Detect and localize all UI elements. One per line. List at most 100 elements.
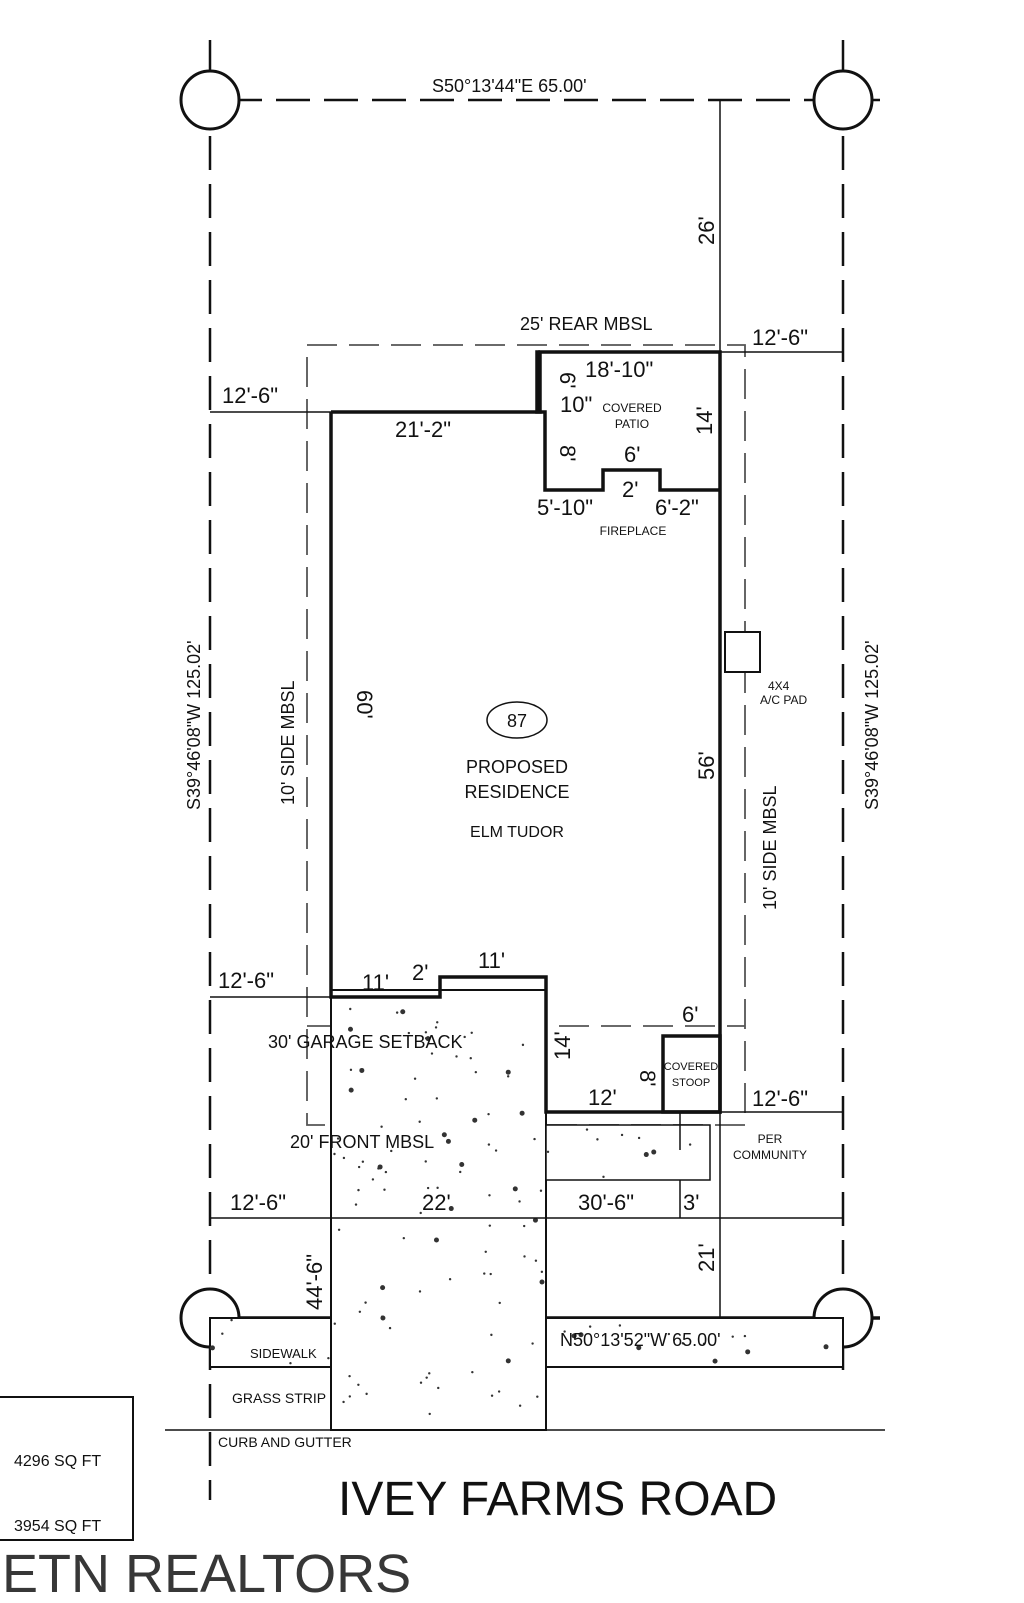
stipple-dot xyxy=(518,1404,522,1407)
stipple-dot xyxy=(571,1333,577,1339)
dim-left-bottom: 12'-6" xyxy=(230,1190,286,1215)
dim-5-10: 5'-10" xyxy=(537,495,593,520)
stipple-dot xyxy=(336,1137,340,1140)
stipple-dot xyxy=(455,1055,458,1058)
stipple-dot xyxy=(471,1370,474,1374)
stipple-dot xyxy=(380,1125,383,1128)
side-setback-left: 10' SIDE MBSL xyxy=(278,681,298,806)
stipple-dot xyxy=(418,1290,422,1293)
stipple-dot xyxy=(540,1270,544,1274)
stipple-dot xyxy=(534,1259,538,1262)
stipple-dot xyxy=(357,1165,361,1169)
house-outline xyxy=(329,350,722,1114)
stipple-dot xyxy=(498,1301,501,1305)
stipple-dot xyxy=(424,1037,428,1040)
lot-number: 87 xyxy=(507,711,527,731)
east-bearing: S39°46'08"W 125.02' xyxy=(862,640,882,810)
stipple-dot xyxy=(490,1394,494,1397)
stipple-dot xyxy=(380,1285,386,1291)
stipple-dot xyxy=(337,1228,341,1231)
stipple-dot xyxy=(357,1188,360,1192)
stipple-dot xyxy=(681,1342,685,1345)
dim-stoop-d: 8' xyxy=(635,1070,660,1086)
side-setback-right: 10' SIDE MBSL xyxy=(760,786,780,911)
stipple-dot xyxy=(533,1137,536,1141)
dim-right-wall: 56' xyxy=(694,751,719,780)
stipple-dot xyxy=(636,1345,642,1351)
dim-front-yard: 21' xyxy=(694,1243,719,1272)
stipple-dot xyxy=(221,1332,224,1335)
stipple-dot xyxy=(390,1149,393,1153)
stipple-dot xyxy=(602,1175,605,1179)
dim-6: 6' xyxy=(555,372,580,388)
stipple-dot xyxy=(435,1097,439,1100)
covered-stoop xyxy=(661,1034,722,1114)
stipple-dot xyxy=(424,1160,427,1163)
stipple-dot xyxy=(400,1009,406,1015)
stipple-dot xyxy=(434,1026,438,1029)
stipple-dot xyxy=(425,1376,428,1379)
stipple-dot xyxy=(488,1194,491,1197)
stipple-dot xyxy=(359,1067,365,1073)
stipple-dot xyxy=(474,1070,478,1074)
stipple-dot xyxy=(413,1077,417,1080)
dim-8: 8' xyxy=(555,445,580,461)
area-total: 4296 SQ FT xyxy=(14,1453,101,1470)
covered-stoop-label: COVERED xyxy=(664,1061,718,1073)
covered-patio xyxy=(535,350,720,492)
stipple-dot xyxy=(637,1136,641,1140)
rear-setback: 25' REAR MBSL xyxy=(520,314,653,334)
dim-g2: 2' xyxy=(412,960,428,985)
stipple-dot xyxy=(358,1310,362,1313)
stipple-dot xyxy=(518,1200,521,1203)
south-bearing: N50°13'52"W 65.00' xyxy=(560,1330,721,1350)
stipple-dot xyxy=(433,1237,439,1243)
stipple-dot xyxy=(289,1362,292,1365)
stipple-dot xyxy=(470,1031,473,1034)
dim-stoop-w: 6' xyxy=(682,1002,698,1027)
dim-walk: 3' xyxy=(683,1190,699,1215)
dim-drive-width: 22' xyxy=(422,1190,451,1215)
stipple-dot xyxy=(487,1112,490,1116)
stipple-dot xyxy=(487,1143,491,1146)
road-name: IVEY FARMS ROAD xyxy=(338,1473,777,1526)
stipple-dot xyxy=(823,1344,829,1350)
stipple-dot xyxy=(361,1160,365,1163)
stipple-dot xyxy=(688,1143,692,1146)
dim-6-2: 6'-2" xyxy=(655,495,699,520)
stipple-dot xyxy=(371,1178,375,1181)
stipple-dot xyxy=(731,1335,734,1338)
stipple-dot xyxy=(596,1138,599,1141)
stipple-dot xyxy=(430,1052,434,1055)
stipple-dot xyxy=(539,1189,543,1192)
stipple-dot xyxy=(402,1236,406,1240)
dim-g11b: 11' xyxy=(478,948,505,973)
stipple-dot xyxy=(539,1279,545,1285)
concrete-stipple xyxy=(209,1007,829,1416)
stipple-dot xyxy=(419,1381,423,1384)
stipple-dot xyxy=(445,1138,451,1144)
stipple-dot xyxy=(505,1358,511,1364)
stipple-dot xyxy=(489,1272,492,1276)
stipple-dot xyxy=(424,1031,428,1034)
stipple-dot xyxy=(523,1255,526,1258)
stipple-dot xyxy=(407,1031,411,1035)
stipple-dot xyxy=(483,1272,486,1275)
stipple-dot xyxy=(546,1150,550,1154)
stipple-dot xyxy=(506,1075,510,1078)
dim-top-wall: 21'-2" xyxy=(395,417,451,442)
dim-g11a: 11' xyxy=(362,970,389,995)
stipple-dot xyxy=(348,1374,351,1378)
stipple-dot xyxy=(428,1372,431,1375)
stipple-dot xyxy=(348,1087,354,1093)
stipple-dot xyxy=(448,1277,452,1281)
stipple-dot xyxy=(643,1152,649,1158)
stipple-dot xyxy=(472,1117,478,1123)
stipple-dot xyxy=(419,1211,422,1215)
dim-right-front: 12'-6" xyxy=(752,1086,808,1111)
north-bearing: S50°13'44"E 65.00' xyxy=(432,76,587,96)
stipple-dot xyxy=(484,1250,487,1253)
stipple-dot xyxy=(588,1325,592,1328)
stipple-dot xyxy=(463,1035,466,1039)
